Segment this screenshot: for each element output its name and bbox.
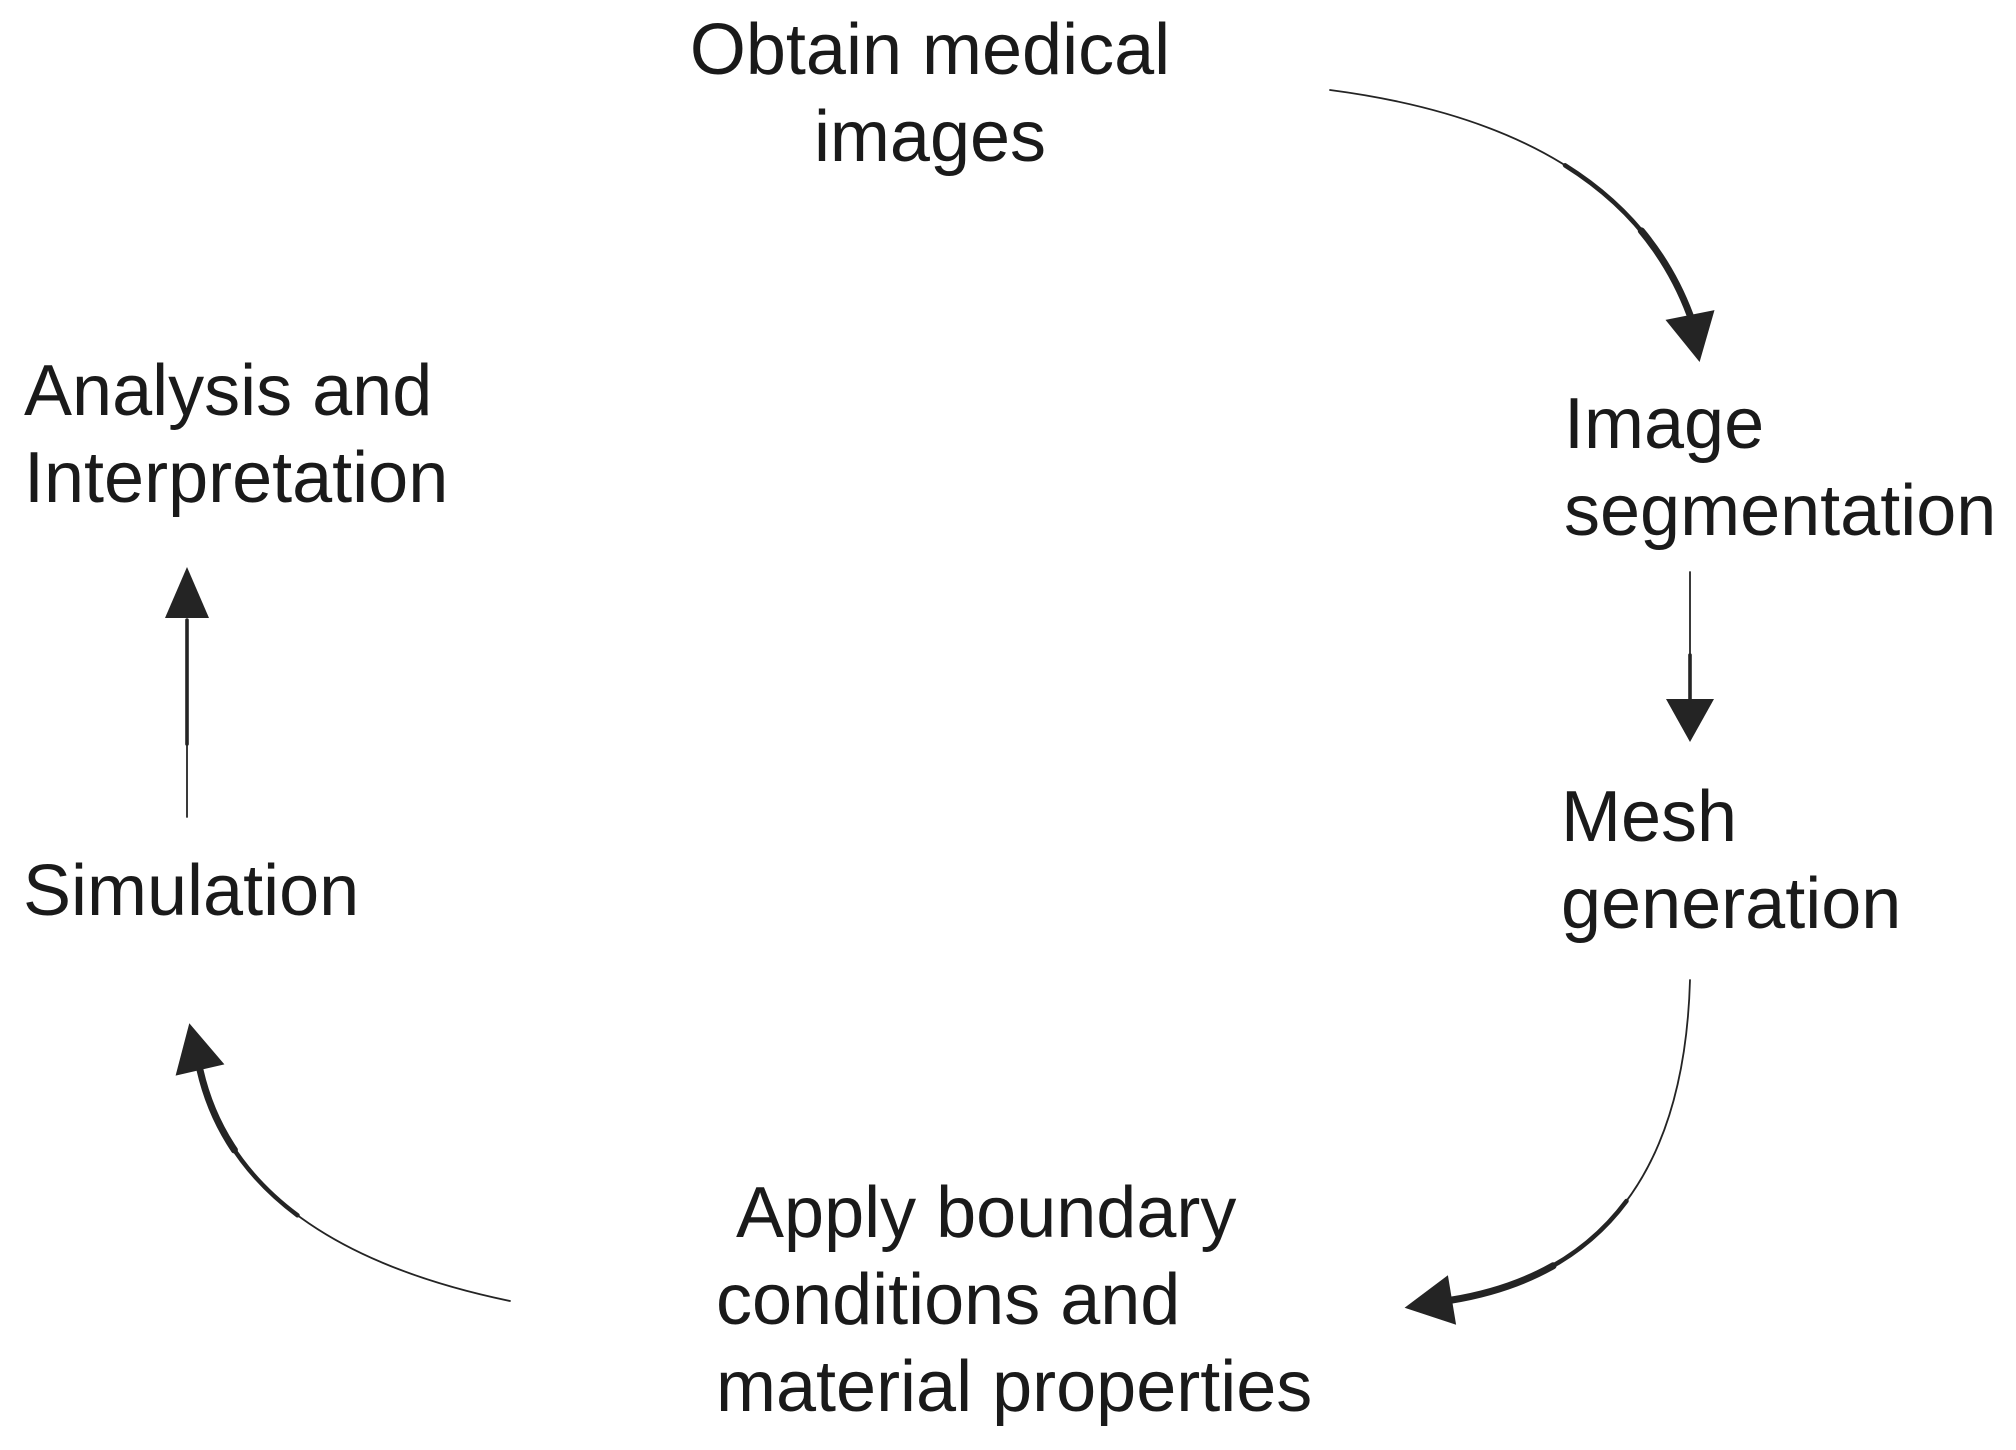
node-analysis-interpretation: Analysis and Interpretation: [24, 351, 449, 518]
arrow-curve-tail: [1329, 89, 1691, 316]
arrow-curve-mid: [1562, 163, 1693, 318]
arrowhead-up-icon: [175, 1023, 225, 1076]
arrowhead-left-icon: [1404, 1275, 1457, 1325]
arrow-mesh-to-apply: [1404, 979, 1691, 1325]
arrow-obtain-to-segmentation: [1329, 89, 1715, 362]
arrow-curve-tip: [196, 1066, 238, 1154]
arrow-curve-tip: [1637, 227, 1694, 319]
arrow-curve-tip: [1448, 1262, 1557, 1304]
node-obtain-medical-images: Obtain medical images: [689, 10, 1171, 177]
arrow-segmentation-to-mesh: [1666, 571, 1714, 742]
arrow-curve-mid: [1449, 1198, 1629, 1303]
arrowhead-down-icon: [1666, 699, 1714, 742]
arrow-curve-tail: [199, 1069, 511, 1302]
arrowhead-up-icon: [165, 567, 209, 618]
node-apply-boundary-conditions: Apply boundary conditions and material p…: [716, 1173, 1313, 1427]
arrow-simulation-to-analysis: [165, 567, 209, 818]
arrowhead-down-icon: [1665, 310, 1715, 362]
node-mesh-generation: Mesh generation: [1561, 777, 1902, 944]
node-image-segmentation: Image segmentation: [1564, 384, 1997, 551]
arrow-curve-mid: [197, 1067, 300, 1218]
node-simulation: Simulation: [23, 851, 360, 931]
arrow-apply-to-simulation: [175, 1023, 511, 1302]
